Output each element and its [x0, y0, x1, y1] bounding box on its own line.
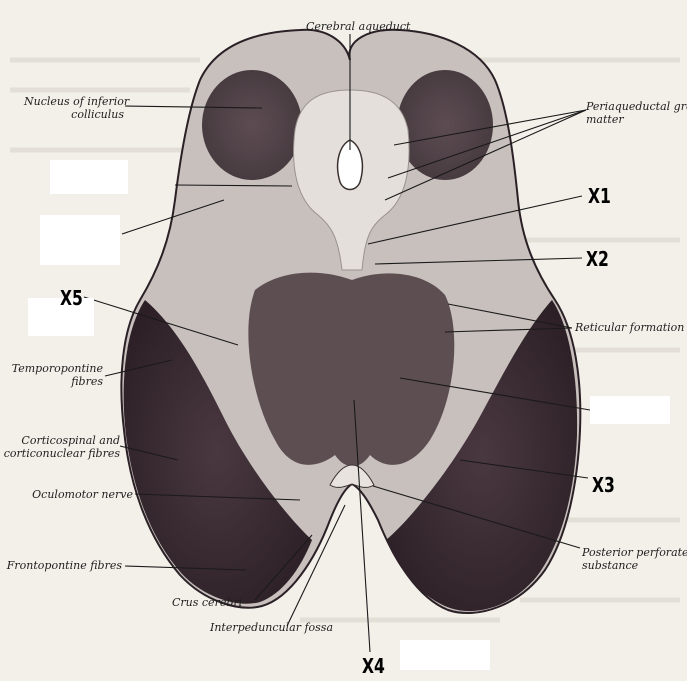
label-line: matter	[586, 113, 687, 126]
label-mask-5	[400, 640, 490, 670]
label-crus-cerebri: Crus cerebri	[172, 596, 242, 609]
inferior-colliculus-right	[397, 70, 493, 180]
marker-x3: X3	[592, 474, 615, 496]
marker-x4: X4	[362, 655, 385, 677]
inferior-colliculus-left	[202, 70, 302, 180]
label-corticospinal-fibres: Corticospinal and corticonuclear fibres	[0, 434, 120, 460]
marker-x5: X5	[60, 287, 83, 309]
label-line: Temporopontine	[10, 362, 103, 375]
label-interpeduncular-fossa: Interpeduncular fossa	[210, 621, 333, 634]
label-cerebral-aqueduct: Cerebral aqueduct	[306, 20, 410, 33]
label-nucleus-inferior-colliculus: Nucleus of inferior colliculus	[24, 95, 124, 121]
label-posterior-perforated-substance: Posterior perforated substance	[582, 546, 687, 572]
label-line: Nucleus of inferior	[24, 95, 124, 108]
label-line: colliculus	[24, 108, 124, 121]
label-line: Posterior perforated	[582, 546, 687, 559]
marker-x1: X1	[588, 185, 611, 207]
label-reticular-formation: Reticular formation	[575, 321, 684, 334]
label-temporopontine-fibres: Temporopontine fibres	[10, 362, 103, 388]
label-oculomotor-nerve: Oculomotor nerve	[10, 488, 133, 501]
label-line: Corticospinal and	[0, 434, 120, 447]
label-line: substance	[582, 559, 687, 572]
label-mask-4	[590, 396, 670, 424]
label-mask-2	[40, 215, 120, 265]
label-frontopontine-fibres: Frontopontine fibres	[4, 559, 122, 572]
label-mask-1	[50, 160, 128, 194]
marker-x2: X2	[586, 248, 609, 270]
label-line: Periaqueductal grey	[586, 100, 687, 113]
label-periaqueductal-grey: Periaqueductal grey matter	[586, 100, 687, 126]
tegmentum-dark	[248, 273, 454, 467]
label-line: fibres	[10, 375, 103, 388]
label-line: corticonuclear fibres	[0, 447, 120, 460]
